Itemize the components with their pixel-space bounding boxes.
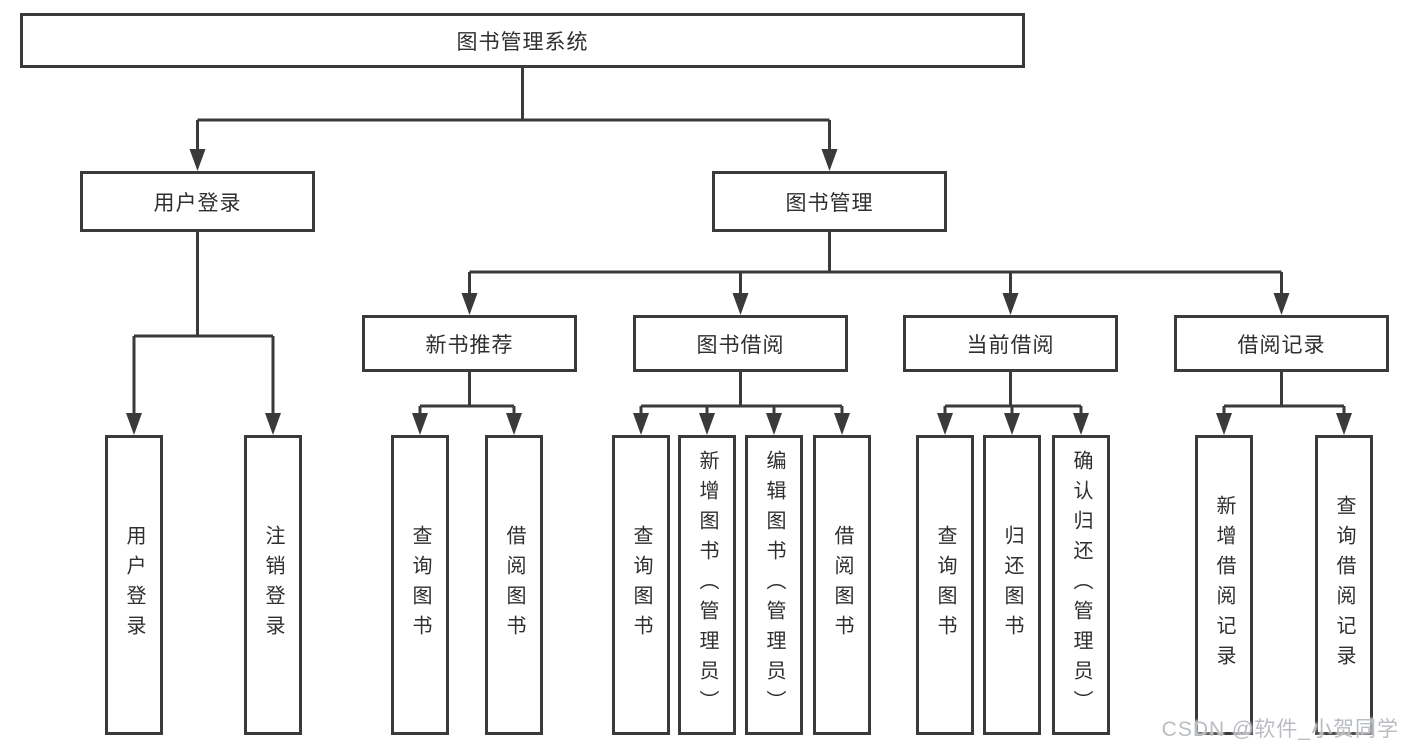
arrowhead-to-bb-borrow-books xyxy=(834,413,850,435)
arrowhead-to-cb-query-books xyxy=(937,413,953,435)
leaf-logout-login-label: 注销登录 xyxy=(262,525,284,645)
connector-userlogin-to-leaves xyxy=(132,232,275,415)
node-book-management: 图书管理 xyxy=(712,171,947,232)
leaf-bb-borrow-books-label: 借阅图书 xyxy=(831,525,853,645)
leaf-bb-query-books: 查询图书 xyxy=(612,435,670,735)
leaf-cb-return-books: 归还图书 xyxy=(983,435,1041,735)
leaf-cb-query-books: 查询图书 xyxy=(916,435,974,735)
leaf-user-login: 用户登录 xyxy=(105,435,163,735)
node-new-book-recommend-label: 新书推荐 xyxy=(425,333,514,357)
leaf-logout-login: 注销登录 xyxy=(244,435,302,735)
leaf-bb-query-books-label: 查询图书 xyxy=(630,525,652,645)
arrowhead-to-current-borrowing xyxy=(1002,293,1019,315)
arrowhead-to-book-management xyxy=(821,149,838,171)
arrowhead-to-book-borrowing xyxy=(732,293,749,315)
node-book-borrowing: 图书借阅 xyxy=(633,315,848,372)
leaf-br-query-record: 查询借阅记录 xyxy=(1315,435,1373,735)
node-root-label: 图书管理系统 xyxy=(456,30,589,54)
connector-newbook-to-leaves xyxy=(418,372,516,415)
connector-root-to-level2 xyxy=(196,68,831,151)
csdn-watermark: CSDN @软件_小贺同学 xyxy=(1161,718,1399,741)
arrowhead-to-user-login xyxy=(189,149,206,171)
leaf-bb-add-books-admin-label: 新增图书（管理员） xyxy=(696,450,718,720)
leaf-cb-confirm-return-admin: 确认归还（管理员） xyxy=(1052,435,1110,735)
arrowhead-to-cb-confirm-return xyxy=(1073,413,1089,435)
leaf-user-login-label: 用户登录 xyxy=(123,525,145,645)
leaf-nb-borrow-books-label: 借阅图书 xyxy=(503,525,525,645)
connector-bookmgmt-to-level3 xyxy=(468,232,1283,295)
connector-records-to-leaves xyxy=(1222,372,1346,415)
node-current-borrowing-label: 当前借阅 xyxy=(966,333,1055,357)
leaf-br-query-record-label: 查询借阅记录 xyxy=(1333,495,1355,675)
connector-borrowing-to-leaves xyxy=(639,372,844,415)
arrowhead-to-bb-query-books xyxy=(633,413,649,435)
node-book-borrowing-label: 图书借阅 xyxy=(696,333,785,357)
leaf-cb-query-books-label: 查询图书 xyxy=(934,525,956,645)
leaf-bb-borrow-books: 借阅图书 xyxy=(813,435,871,735)
node-book-management-label: 图书管理 xyxy=(785,191,874,215)
arrowhead-to-bb-edit-books xyxy=(766,413,782,435)
node-borrowing-records: 借阅记录 xyxy=(1174,315,1389,372)
leaf-bb-edit-books-admin-label: 编辑图书（管理员） xyxy=(763,450,785,720)
arrowhead-to-bb-add-books xyxy=(699,413,715,435)
arrowhead-to-cb-return-books xyxy=(1004,413,1020,435)
arrowhead-to-leaf-logout xyxy=(265,413,281,435)
arrowhead-to-borrowing-records xyxy=(1273,293,1290,315)
node-user-login: 用户登录 xyxy=(80,171,315,232)
arrowhead-to-nb-borrow-books xyxy=(506,413,522,435)
leaf-bb-add-books-admin: 新增图书（管理员） xyxy=(678,435,736,735)
leaf-nb-query-books-label: 查询图书 xyxy=(409,525,431,645)
leaf-br-add-record-label: 新增借阅记录 xyxy=(1213,495,1235,675)
node-root: 图书管理系统 xyxy=(20,13,1025,68)
leaf-bb-edit-books-admin: 编辑图书（管理员） xyxy=(745,435,803,735)
node-user-login-label: 用户登录 xyxy=(153,191,242,215)
leaf-nb-query-books: 查询图书 xyxy=(391,435,449,735)
node-current-borrowing: 当前借阅 xyxy=(903,315,1118,372)
leaf-nb-borrow-books: 借阅图书 xyxy=(485,435,543,735)
arrowhead-to-br-query-record xyxy=(1336,413,1352,435)
arrowhead-to-new-book-recommend xyxy=(461,293,478,315)
leaf-br-add-record: 新增借阅记录 xyxy=(1195,435,1253,735)
node-new-book-recommend: 新书推荐 xyxy=(362,315,577,372)
arrowhead-to-nb-query-books xyxy=(412,413,428,435)
node-borrowing-records-label: 借阅记录 xyxy=(1237,333,1326,357)
arrowhead-to-leaf-user-login xyxy=(126,413,142,435)
connector-current-to-leaves xyxy=(943,372,1083,415)
leaf-cb-confirm-return-admin-label: 确认归还（管理员） xyxy=(1070,450,1092,720)
arrowhead-to-br-add-record xyxy=(1216,413,1232,435)
leaf-cb-return-books-label: 归还图书 xyxy=(1001,525,1023,645)
